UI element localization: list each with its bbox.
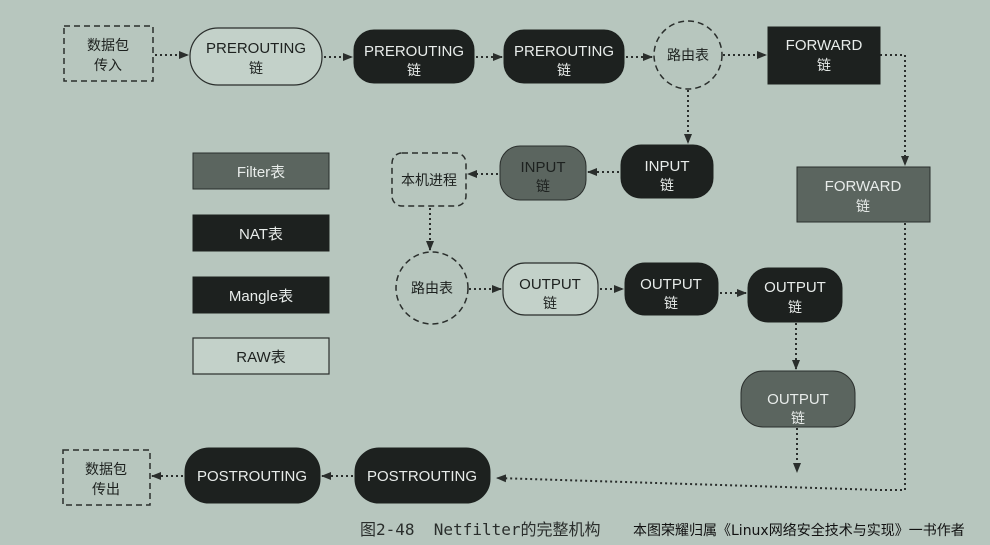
svg-text:链: 链 <box>660 178 674 194</box>
svg-text:链: 链 <box>249 61 263 77</box>
svg-text:OUTPUT: OUTPUT <box>640 276 702 293</box>
routing-table-1: 路由表 <box>653 20 723 90</box>
forward-filter-chain: FORWARD 链 <box>796 166 931 223</box>
forward-mangle-chain: FORWARD 链 <box>767 26 881 85</box>
svg-text:FORWARD: FORWARD <box>786 37 863 54</box>
svg-text:FORWARD: FORWARD <box>825 178 902 195</box>
svg-text:OUTPUT: OUTPUT <box>764 279 826 296</box>
svg-text:INPUT: INPUT <box>521 159 566 176</box>
svg-text:INPUT: INPUT <box>645 158 690 175</box>
arrow <box>880 54 909 166</box>
svg-text:链: 链 <box>664 296 678 312</box>
svg-text:链: 链 <box>557 63 571 79</box>
svg-text:链: 链 <box>536 179 550 195</box>
output-mangle-chain: OUTPUT 链 <box>624 262 719 316</box>
legend-mangle: Mangle表 <box>192 276 330 314</box>
input-mangle-chain: INPUT 链 <box>620 144 714 199</box>
routing-table-2: 路由表 <box>395 251 469 325</box>
output-raw-chain: OUTPUT 链 <box>502 262 599 316</box>
postrouting-mangle-chain: POSTROUTING <box>184 447 321 504</box>
svg-text:链: 链 <box>856 199 870 215</box>
prerouting-nat-chain: PREROUTING 链 <box>503 29 625 84</box>
legend: Filter表 NAT表 Mangle表 RAW表 <box>192 152 330 375</box>
input-filter-chain: INPUT 链 <box>499 145 587 201</box>
svg-text:Mangle表: Mangle表 <box>229 288 293 305</box>
legend-raw: RAW表 <box>192 337 330 375</box>
local-process-node: 本机进程 <box>391 152 467 207</box>
packet-in-node: 数据包 传入 <box>63 25 154 82</box>
legend-nat: NAT表 <box>192 214 330 252</box>
svg-text:NAT表: NAT表 <box>239 226 283 243</box>
svg-text:路由表: 路由表 <box>667 48 709 64</box>
svg-text:链: 链 <box>791 411 805 427</box>
svg-text:链: 链 <box>817 58 831 74</box>
svg-text:RAW表: RAW表 <box>236 349 285 366</box>
packet-out-node: 数据包 传出 <box>62 449 151 506</box>
svg-text:PREROUTING: PREROUTING <box>206 40 306 57</box>
flow-arrows <box>151 51 909 491</box>
credit-text: 本图荣耀归属《Linux网络安全技术与实现》一书作者 <box>633 522 965 539</box>
figure-caption: 图2-48 Netfilter的完整机构 <box>360 520 601 539</box>
postrouting-nat-chain: POSTROUTING <box>354 447 491 504</box>
legend-filter: Filter表 <box>192 152 330 190</box>
svg-text:Filter表: Filter表 <box>237 164 285 181</box>
svg-text:传出: 传出 <box>92 482 120 498</box>
prerouting-raw-chain: PREROUTING 链 <box>189 27 323 86</box>
svg-text:OUTPUT: OUTPUT <box>519 276 581 293</box>
svg-text:传入: 传入 <box>94 58 122 74</box>
output-filter-chain: OUTPUT 链 <box>740 370 856 428</box>
svg-text:链: 链 <box>788 300 802 316</box>
svg-text:数据包: 数据包 <box>85 462 127 478</box>
svg-text:OUTPUT: OUTPUT <box>767 391 829 408</box>
svg-text:POSTROUTING: POSTROUTING <box>367 468 477 485</box>
svg-text:PREROUTING: PREROUTING <box>364 43 464 60</box>
svg-text:POSTROUTING: POSTROUTING <box>197 468 307 485</box>
svg-text:PREROUTING: PREROUTING <box>514 43 614 60</box>
prerouting-mangle-chain: PREROUTING 链 <box>353 29 475 84</box>
svg-text:数据包: 数据包 <box>87 38 129 54</box>
svg-text:本机进程: 本机进程 <box>401 173 457 189</box>
svg-text:链: 链 <box>407 63 421 79</box>
output-nat-chain: OUTPUT 链 <box>747 267 843 323</box>
svg-text:路由表: 路由表 <box>411 281 453 297</box>
svg-text:链: 链 <box>543 296 557 312</box>
